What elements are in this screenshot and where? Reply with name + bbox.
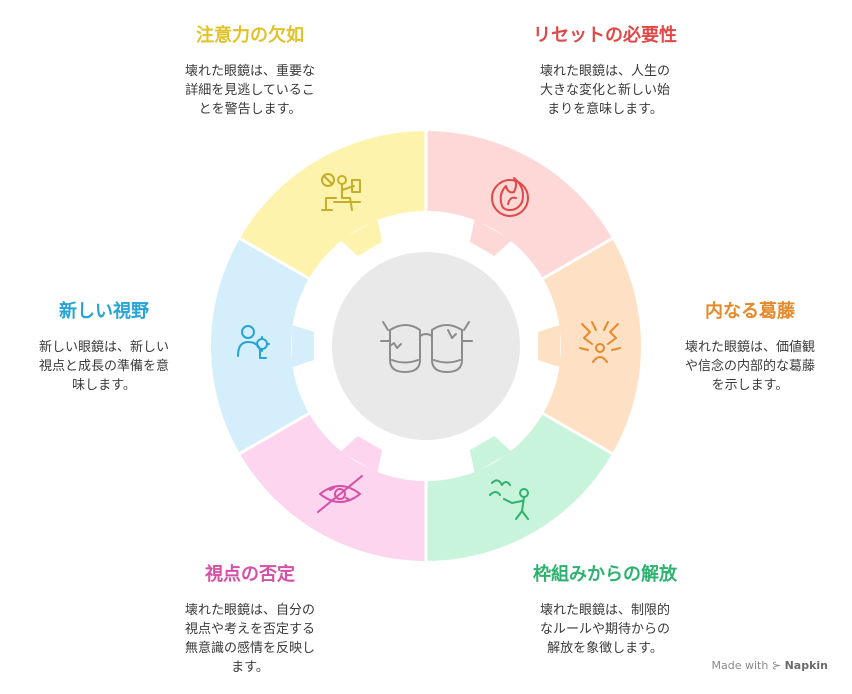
segment-tab-reset bbox=[469, 219, 512, 256]
segment-denial: 視点の否定 壊れた眼鏡は、自分の 視点や考えを否定する 無意識の感情を反映し ま… bbox=[150, 563, 350, 677]
segment-conflict: 内なる葛藤 壊れた眼鏡は、価値観 や信念の内部的な葛藤 を示します。 bbox=[660, 300, 840, 395]
segment-tab-liberation bbox=[469, 436, 512, 473]
segment-icons bbox=[237, 173, 621, 520]
segment-title: 内なる葛藤 bbox=[705, 301, 795, 322]
description-line: 詳細を見逃しているこ bbox=[185, 83, 315, 98]
segment-divider bbox=[537, 234, 618, 283]
segment-description: 壊れた眼鏡は、自分の 視点や考えを否定する 無意識の感情を反映し ます。 bbox=[150, 601, 350, 677]
segment-title: 視点の否定 bbox=[205, 564, 295, 585]
description-line: 壊れた眼鏡は、人生の bbox=[539, 64, 670, 79]
description-line: とを警告します。 bbox=[198, 102, 302, 117]
description-line: 味します。 bbox=[72, 378, 136, 393]
person-with-prohibited-sign-icon bbox=[321, 173, 361, 211]
description-line: を示します。 bbox=[711, 378, 789, 393]
segment-divider bbox=[234, 409, 315, 458]
description-line: 壊れた眼鏡は、価値観 bbox=[684, 340, 815, 355]
segment-liberation: 枠組みからの解放 壊れた眼鏡は、制限的 なルールや期待からの 解放を象徴します。 bbox=[505, 563, 705, 658]
description-line: なルールや期待からの bbox=[539, 622, 670, 637]
eye-slash-icon bbox=[317, 475, 363, 513]
description-line: 解放を象徴します。 bbox=[547, 641, 663, 656]
segment-reset: リセットの必要性 壊れた眼鏡は、人生の 大きな変化と新しい始 まりを意味します。 bbox=[505, 24, 705, 119]
ring-segment-attention bbox=[239, 131, 426, 279]
watermark-brand: Napkin bbox=[784, 659, 828, 672]
description-line: や信念の内部的な葛藤 bbox=[684, 359, 815, 374]
segment-description: 新しい眼鏡は、新しい 視点と成長の準備を意 味します。 bbox=[14, 338, 194, 395]
description-line: 壊れた眼鏡は、自分の bbox=[184, 603, 315, 618]
segment-divider bbox=[537, 409, 618, 458]
segment-title: リセットの必要性 bbox=[533, 25, 677, 46]
broken-glasses-icon bbox=[380, 321, 473, 373]
segment-tab-denial bbox=[340, 436, 383, 473]
ring-segment-conflict bbox=[542, 238, 641, 454]
segment-attention: 注意力の欠如 壊れた眼鏡は、重要な 詳細を見逃しているこ とを警告します。 bbox=[150, 24, 350, 119]
description-line: 視点と成長の準備を意 bbox=[38, 359, 169, 374]
description-line: 壊れた眼鏡は、制限的 bbox=[539, 603, 670, 618]
center-hub bbox=[332, 252, 520, 440]
ring-segment-newview bbox=[210, 238, 310, 454]
segment-description: 壊れた眼鏡は、制限的 なルールや期待からの 解放を象徴します。 bbox=[505, 601, 705, 658]
phoenix-flame-icon bbox=[491, 177, 529, 217]
segment-tab-attention bbox=[340, 219, 383, 256]
napkin-logo-icon: ⊱ bbox=[771, 659, 782, 672]
segment-tab-conflict bbox=[538, 324, 561, 368]
center-circle bbox=[332, 252, 520, 440]
description-line: 大きな変化と新しい始 bbox=[539, 83, 670, 98]
segment-description: 壊れた眼鏡は、人生の 大きな変化と新しい始 まりを意味します。 bbox=[505, 62, 705, 119]
ring-segment-liberation bbox=[426, 413, 613, 561]
segment-tab-newview bbox=[291, 324, 314, 368]
segment-description: 壊れた眼鏡は、価値観 や信念の内部的な葛藤 を示します。 bbox=[660, 338, 840, 395]
description-line: 視点や考えを否定する bbox=[184, 622, 315, 637]
segment-description: 壊れた眼鏡は、重要な 詳細を見逃しているこ とを警告します。 bbox=[150, 62, 350, 119]
watermark-prefix: Made with bbox=[711, 659, 769, 672]
description-line: まりを意味します。 bbox=[547, 102, 663, 117]
person-head-gears-icon bbox=[237, 325, 270, 359]
segment-divider bbox=[234, 234, 315, 283]
segment-title: 注意力の欠如 bbox=[196, 25, 304, 46]
description-line: 無意識の感情を反映し bbox=[184, 641, 315, 656]
segment-title: 新しい視野 bbox=[59, 301, 149, 322]
person-releasing-birds-icon bbox=[489, 479, 529, 520]
segment-new-view: 新しい視野 新しい眼鏡は、新しい 視点と成長の準備を意 味します。 bbox=[14, 300, 194, 395]
description-line: 壊れた眼鏡は、重要な bbox=[184, 64, 315, 79]
description-line: 新しい眼鏡は、新しい bbox=[38, 340, 169, 355]
segment-title: 枠組みからの解放 bbox=[533, 564, 677, 585]
description-line: ます。 bbox=[231, 660, 269, 675]
watermark[interactable]: Made with ⊱ Napkin bbox=[712, 659, 828, 672]
inner-conflict-icon bbox=[579, 321, 621, 363]
